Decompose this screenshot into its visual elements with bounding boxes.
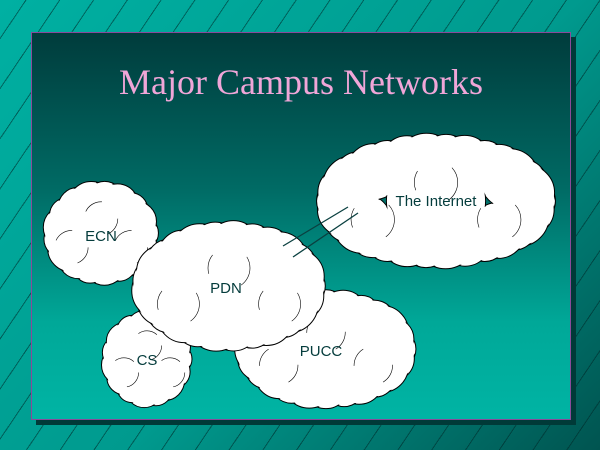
cloud-cs: [101, 310, 193, 409]
network-diagram: ECN PDN The Internet CS PUCC: [42, 132, 556, 410]
cloud-pdn: [131, 220, 326, 352]
slide: Major Campus Networks ECN PDN The Intern…: [31, 32, 571, 420]
cloud-label-pdn: PDN: [210, 280, 242, 297]
cloud-label-ecn: ECN: [85, 228, 117, 245]
slide-title: Major Campus Networks: [119, 62, 483, 102]
cloud-label-cs: CS: [137, 352, 158, 369]
cloud-internet: [316, 132, 556, 270]
cloud-label-pucc: PUCC: [300, 343, 343, 360]
pdn-internet-link: [282, 206, 359, 258]
cloud-label-internet: The Internet: [396, 193, 478, 210]
